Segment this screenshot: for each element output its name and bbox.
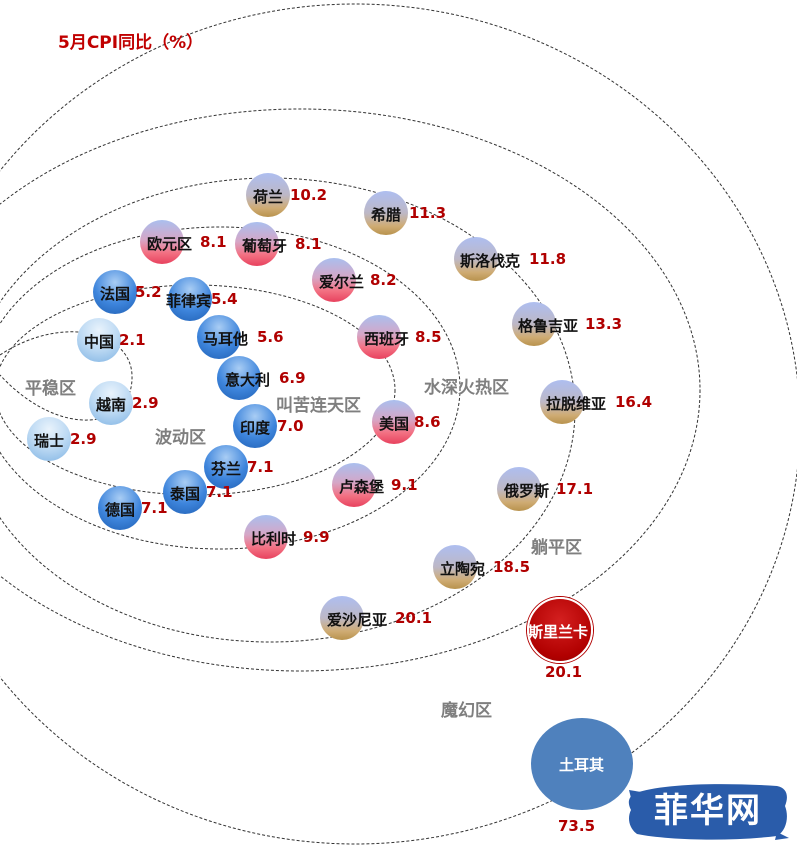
country-value: 2.9	[70, 430, 97, 448]
country-value: 20.1	[545, 663, 583, 681]
country-name: 荷兰	[253, 188, 284, 206]
country-bubble	[246, 173, 290, 217]
country-value: 7.1	[247, 458, 274, 476]
country-name: 葡萄牙	[242, 237, 288, 255]
country-value: 6.9	[279, 369, 306, 387]
country-bubble	[168, 277, 212, 321]
country-value: 2.1	[119, 331, 146, 349]
country-bubble	[312, 258, 356, 302]
country-bubble	[140, 220, 184, 264]
zone-label-hot-water: 水深火热区	[424, 378, 509, 398]
country-name: 中国	[84, 333, 115, 351]
site-logo: 菲华网	[627, 780, 789, 842]
country-bubble	[433, 545, 477, 589]
country-bubble	[163, 470, 207, 514]
country-name: 印度	[240, 419, 271, 437]
country-name: 比利时	[251, 530, 297, 548]
country-name: 瑞士	[34, 432, 65, 450]
zone-label-magic: 魔幻区	[441, 701, 492, 721]
country-value: 9.1	[391, 476, 418, 494]
country-name: 土耳其	[559, 756, 605, 774]
zone-label-complaint: 叫苦连天区	[276, 396, 361, 416]
country-value: 5.2	[135, 283, 162, 301]
country-name: 法国	[100, 285, 131, 303]
country-name: 德国	[105, 501, 136, 519]
country-bubble	[357, 315, 401, 359]
country-name: 泰国	[170, 485, 201, 503]
country-value: 5.6	[257, 328, 284, 346]
country-bubble	[527, 597, 593, 663]
country-bubble	[204, 445, 248, 489]
country-bubble	[497, 467, 541, 511]
country-value: 9.9	[303, 528, 330, 546]
country-value: 7.1	[141, 499, 168, 517]
country-value: 16.4	[615, 393, 653, 411]
country-bubble	[27, 417, 71, 461]
country-name: 拉脱维亚	[546, 395, 607, 413]
country-name: 菲律宾	[166, 292, 212, 310]
country-name: 卢森堡	[339, 478, 385, 496]
country-bubble	[454, 237, 498, 281]
country-name: 越南	[96, 396, 127, 414]
country-bubble	[244, 515, 288, 559]
country-name: 爱沙尼亚	[327, 611, 388, 629]
country-bubble	[372, 400, 416, 444]
country-value: 17.1	[556, 480, 594, 498]
country-value: 2.9	[132, 394, 159, 412]
country-name: 立陶宛	[440, 560, 486, 578]
country-value: 8.1	[200, 233, 227, 251]
country-name: 俄罗斯	[504, 482, 550, 500]
country-bubble	[197, 315, 241, 359]
country-name: 斯里兰卡	[528, 623, 589, 641]
country-value: 11.3	[409, 204, 447, 222]
country-bubble	[540, 380, 584, 424]
country-value: 5.4	[211, 290, 238, 308]
country-name: 格鲁吉亚	[518, 317, 579, 335]
country-value: 7.0	[277, 417, 304, 435]
country-value: 13.3	[585, 315, 623, 333]
country-value: 20.1	[395, 609, 433, 627]
country-value: 8.5	[415, 328, 442, 346]
country-name: 美国	[379, 415, 410, 433]
country-name: 爱尔兰	[319, 273, 365, 291]
country-name: 希腊	[371, 206, 402, 224]
logo-brush-background	[628, 784, 789, 840]
country-bubble	[364, 191, 408, 235]
country-bubble	[93, 270, 137, 314]
country-bubble	[217, 356, 261, 400]
ring-stable	[0, 331, 133, 421]
country-value: 8.1	[295, 235, 322, 253]
country-bubble	[233, 404, 277, 448]
country-bubble	[77, 318, 121, 362]
ring-complaint	[0, 226, 461, 550]
country-value: 8.6	[414, 413, 441, 431]
country-name: 意大利	[225, 371, 271, 389]
country-value: 73.5	[558, 817, 596, 835]
country-bubble	[98, 486, 142, 530]
country-bubble	[531, 718, 633, 810]
country-bubble	[235, 222, 279, 266]
logo-text: 菲华网	[654, 791, 762, 831]
country-name: 西班牙	[364, 330, 410, 348]
country-bubble	[512, 302, 556, 346]
country-name: 斯洛伐克	[460, 252, 521, 270]
country-bubble	[320, 596, 364, 640]
country-value: 7.1	[206, 483, 233, 501]
zone-label-lying-flat: 躺平区	[531, 538, 582, 558]
country-value: 8.2	[370, 271, 397, 289]
country-value: 10.2	[290, 186, 328, 204]
zone-label-stable: 平稳区	[25, 379, 76, 399]
ring-lying-flat	[0, 108, 701, 672]
country-bubble	[89, 381, 133, 425]
zone-label-volatile: 波动区	[155, 428, 206, 448]
country-value: 11.8	[529, 250, 567, 268]
country-bubble	[332, 463, 376, 507]
country-name: 芬兰	[211, 460, 242, 478]
country-name: 欧元区	[147, 235, 193, 253]
country-name: 马耳他	[203, 330, 249, 348]
country-value: 18.5	[493, 558, 531, 576]
chart-title: 5月CPI同比（%）	[58, 33, 204, 53]
